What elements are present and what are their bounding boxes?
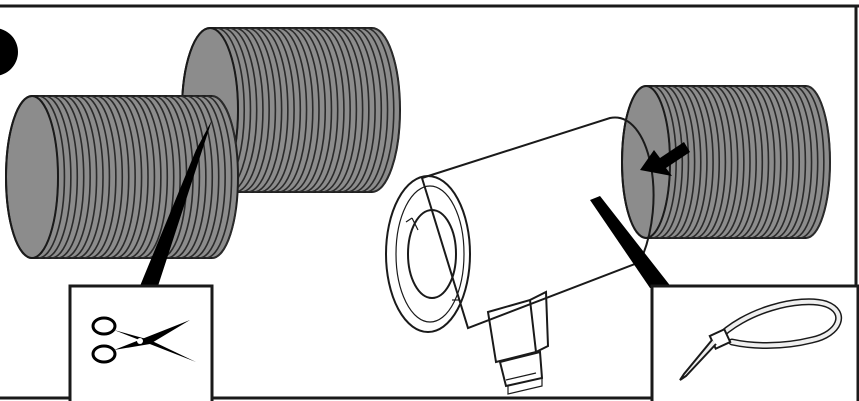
duct-rib — [109, 95, 136, 259]
duct-rib — [121, 95, 149, 259]
duct-rib — [695, 85, 721, 239]
duct-rib — [713, 85, 739, 239]
duct-rib — [744, 85, 770, 239]
duct-rib — [322, 27, 351, 193]
duct-rib — [303, 27, 333, 193]
duct-rib — [266, 27, 295, 193]
duct-rib — [115, 95, 143, 259]
duct-rib — [278, 27, 308, 193]
inline-duct-fan — [385, 116, 655, 395]
duct-rib — [328, 27, 358, 193]
scissors-callout — [68, 284, 214, 401]
duct-rib — [353, 27, 383, 193]
duct-rib — [199, 95, 226, 259]
duct-rib — [762, 85, 788, 239]
duct-rib — [670, 85, 696, 239]
duct-rib — [365, 27, 395, 193]
step-badge — [0, 28, 18, 76]
duct-open-end — [5, 95, 59, 259]
duct-segment-left — [5, 95, 239, 259]
duct-rib — [38, 95, 66, 259]
duct-rib — [315, 27, 345, 193]
duct-rib — [719, 85, 745, 239]
scissors-icon — [91, 316, 196, 364]
duct-rib — [340, 27, 370, 193]
duct-rib — [186, 95, 214, 259]
duct-rib — [205, 95, 233, 259]
duct-rib — [689, 85, 714, 239]
duct-rib — [192, 95, 220, 259]
duct-rib — [284, 27, 314, 193]
duct-rib — [676, 85, 702, 239]
duct-rib — [652, 85, 677, 239]
scissors-leader — [140, 120, 212, 286]
duct-rib — [234, 27, 264, 193]
duct-rib — [297, 27, 327, 193]
duct-rib — [128, 95, 156, 259]
duct-rib — [359, 27, 389, 193]
cable-tie-icon — [679, 298, 842, 381]
duct-rib — [371, 27, 400, 193]
duct-rib — [334, 27, 364, 193]
duct-rib — [725, 85, 751, 239]
duct-rib — [134, 95, 162, 259]
duct-rib — [658, 85, 684, 239]
duct-rib — [228, 27, 258, 193]
duct-rib — [179, 95, 207, 259]
duct-rib — [787, 85, 813, 239]
fan-outlet — [407, 209, 457, 299]
duct-rib — [750, 85, 776, 239]
fan-bracket-side — [529, 290, 550, 353]
cable-tie-callout — [650, 284, 859, 401]
duct-rib — [96, 95, 124, 259]
duct-rib — [70, 95, 98, 259]
duct-rib — [83, 95, 111, 259]
duct-rib — [253, 27, 283, 193]
duct-rib — [44, 95, 72, 259]
fan-bracket-foot — [498, 350, 544, 388]
duct-rib — [805, 85, 831, 239]
fan-front-face — [385, 175, 471, 333]
duct-rib — [272, 27, 302, 193]
duct-rib — [211, 95, 236, 259]
duct-rib — [781, 85, 807, 239]
fan-bracket — [486, 298, 538, 364]
duct-rib — [102, 95, 130, 259]
duct-rib — [682, 85, 708, 239]
duct-rib — [89, 95, 117, 259]
duct-rib — [259, 27, 289, 193]
duct-rib — [664, 85, 690, 239]
duct-rib — [51, 95, 79, 259]
duct-rib — [64, 95, 91, 259]
arrow-insert-icon — [640, 142, 690, 176]
duct-rib — [756, 85, 782, 239]
cable-tie-leader — [590, 196, 672, 288]
duct-rib — [76, 95, 104, 259]
duct-rib — [347, 27, 376, 193]
duct-rib — [141, 95, 169, 259]
duct-rib — [309, 27, 339, 193]
duct-segment-right — [621, 85, 831, 239]
fan-front-rim — [395, 185, 465, 323]
duct-rib — [241, 27, 270, 193]
duct-rib — [793, 85, 819, 239]
duct-rib — [57, 95, 85, 259]
duct-rib — [769, 85, 794, 239]
duct-rib — [247, 27, 277, 193]
duct-rib — [707, 85, 733, 239]
duct-rib — [799, 85, 825, 239]
duct-rib — [732, 85, 757, 239]
duct-rib — [701, 85, 727, 239]
duct-rib — [173, 95, 201, 259]
duct-rib — [738, 85, 764, 239]
duct-rib — [775, 85, 801, 239]
duct-rib — [290, 27, 320, 193]
